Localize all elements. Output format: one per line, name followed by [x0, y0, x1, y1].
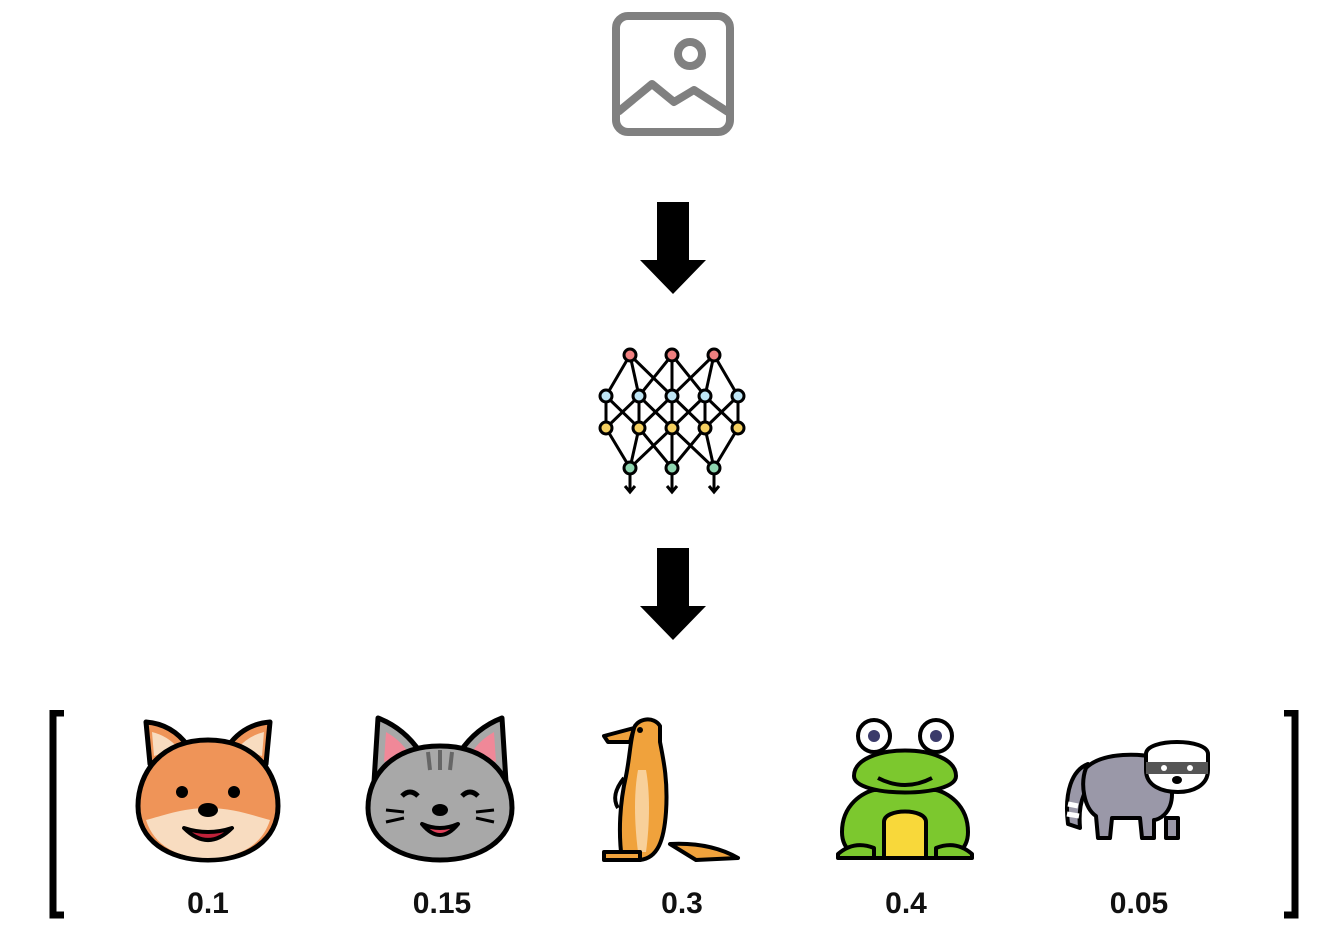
class-meerkat — [600, 712, 742, 864]
class-frog — [834, 712, 976, 864]
meerkat-icon — [602, 717, 740, 862]
bracket-left-icon — [49, 710, 64, 919]
shiba-dog-icon — [135, 719, 281, 863]
neural-network-icon — [598, 347, 746, 495]
class-dog — [132, 712, 284, 864]
input-image — [612, 12, 734, 136]
flow-arrow-1 — [640, 202, 706, 294]
class-cat — [364, 712, 516, 864]
raccoon-icon — [1065, 740, 1210, 840]
probability-dog: 0.1 — [187, 887, 229, 920]
probability-meerkat: 0.3 — [661, 887, 703, 920]
output-bracket-left — [48, 710, 68, 920]
frog-icon — [836, 718, 974, 860]
arrow-down-icon — [640, 548, 706, 640]
arrow-down-icon — [640, 202, 706, 294]
image-icon — [612, 12, 734, 136]
probability-cat: 0.15 — [412, 887, 472, 920]
probability-frog: 0.4 — [885, 887, 927, 920]
output-bracket-right — [1280, 710, 1300, 920]
probability-raccoon: 0.05 — [1109, 887, 1169, 920]
neural-network — [596, 345, 748, 497]
cat-icon — [365, 715, 515, 863]
class-raccoon — [1062, 734, 1214, 846]
flow-arrow-2 — [640, 548, 706, 640]
bracket-right-icon — [1284, 710, 1299, 919]
